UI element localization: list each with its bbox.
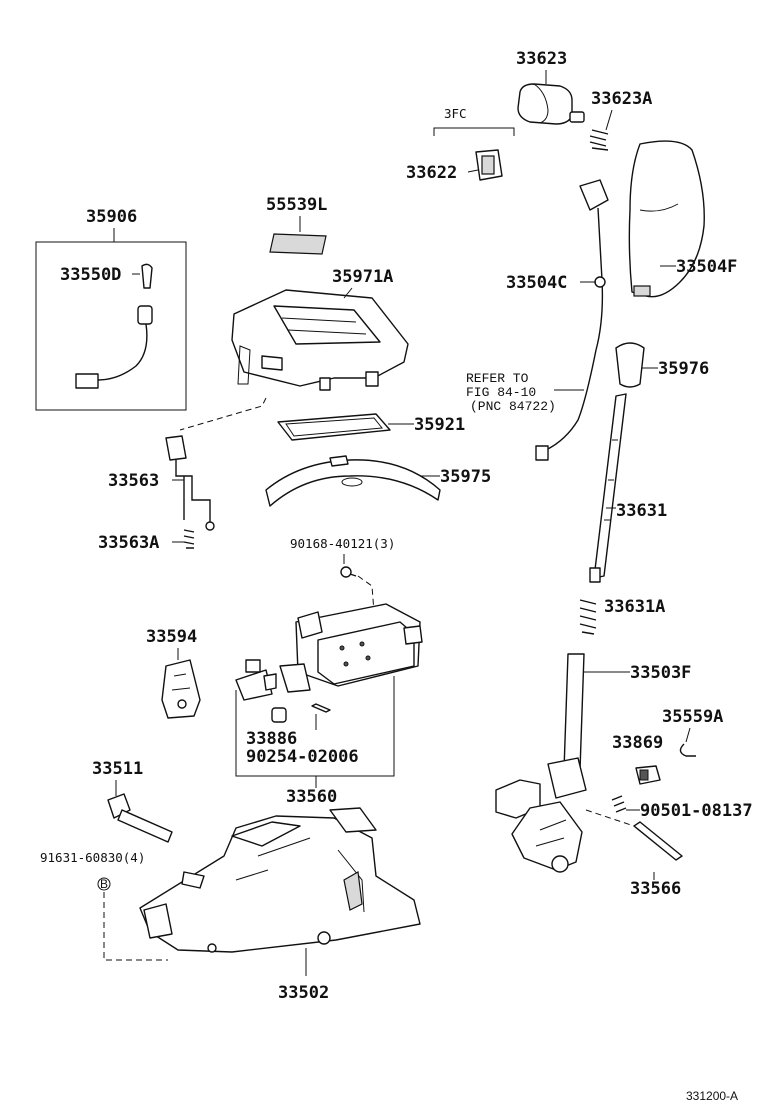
part-33622-drawing xyxy=(475,149,503,181)
part-90168-screw xyxy=(340,566,357,578)
figure-code: 331200-A xyxy=(686,1089,738,1103)
part-35976-cap xyxy=(615,342,645,388)
part-33550D-bulb xyxy=(75,263,153,389)
part-35559A-clip xyxy=(679,743,696,757)
label-90501: 90501-08137 xyxy=(640,801,753,821)
label-33550D: 33550D xyxy=(60,265,121,285)
label-33869: 33869 xyxy=(612,733,663,753)
reference-line-1: REFER TO xyxy=(466,371,529,386)
part-33886 xyxy=(271,707,287,723)
label-35971A: 35971A xyxy=(332,267,393,287)
group-bracket-3FC xyxy=(433,127,515,136)
label-35921: 35921 xyxy=(414,415,465,435)
label-33563: 33563 xyxy=(108,471,159,491)
part-55539L-plate xyxy=(269,233,327,255)
label-33594: 33594 xyxy=(146,627,197,647)
part-33631-rod xyxy=(589,393,627,583)
reference-line-3: (PNC 84722) xyxy=(470,399,556,414)
leader-33622 xyxy=(467,169,479,173)
reference-line-2: FIG 84-10 xyxy=(466,385,536,400)
label-33503F: 33503F xyxy=(630,663,691,683)
label-33623A: 33623A xyxy=(591,89,652,109)
dash-90168 xyxy=(357,575,375,613)
label-33622: 33622 xyxy=(406,163,457,183)
part-33504C-cable xyxy=(535,179,609,461)
label-33504F: 33504F xyxy=(676,257,737,277)
part-90254-pin xyxy=(311,703,331,713)
dash-33566 xyxy=(585,809,635,827)
label-55539L: 55539L xyxy=(266,195,327,215)
group-bracket-33560 xyxy=(235,676,395,777)
label-33560: 33560 xyxy=(286,787,337,807)
label-35906: 35906 xyxy=(86,207,137,227)
part-connector xyxy=(235,659,277,701)
label-33566: 33566 xyxy=(630,879,681,899)
group-box-35906 xyxy=(35,241,187,411)
part-33594-bracket xyxy=(161,659,201,719)
part-33623-drawing xyxy=(517,83,585,125)
part-90501-spring xyxy=(611,795,627,813)
label-90254: 90254-02006 xyxy=(246,747,359,767)
leader-35559A xyxy=(685,727,691,743)
leader-35971A xyxy=(343,287,353,299)
part-35975-strip xyxy=(265,455,441,507)
part-33503F-lever xyxy=(495,653,587,873)
bolt-marker-circle xyxy=(97,877,111,891)
label-33631: 33631 xyxy=(616,501,667,521)
label-35976: 35976 xyxy=(658,359,709,379)
part-33563-bracket xyxy=(165,435,215,531)
dash-91631 xyxy=(103,892,168,961)
part-33623A-spring xyxy=(589,129,609,151)
bolt-marker-letter: B xyxy=(100,877,108,891)
part-33563A-spring xyxy=(183,529,195,549)
label-35559A: 35559A xyxy=(662,707,723,727)
label-3FC: 3FC xyxy=(444,106,467,121)
label-33631A: 33631A xyxy=(604,597,665,617)
part-35921-plate xyxy=(277,413,391,441)
part-33869-block xyxy=(635,765,661,785)
leader-33623A xyxy=(605,109,613,131)
label-33623: 33623 xyxy=(516,49,567,69)
label-33563A: 33563A xyxy=(98,533,159,553)
part-33511-bolt xyxy=(107,793,173,843)
part-33566-pin xyxy=(633,821,683,861)
part-33504F-knob xyxy=(628,140,705,298)
label-33504C: 33504C xyxy=(506,273,567,293)
label-91631: 91631-60830(4) xyxy=(40,850,145,865)
label-90168: 90168-40121(3) xyxy=(290,536,395,551)
part-35971A-cover xyxy=(231,289,409,391)
label-33511: 33511 xyxy=(92,759,143,779)
dash-35971A xyxy=(179,397,267,431)
label-35975: 35975 xyxy=(440,467,491,487)
label-33886: 33886 xyxy=(246,729,297,749)
part-solenoid-unit xyxy=(279,603,423,693)
part-33502-base xyxy=(139,807,421,953)
part-33631A-spring xyxy=(579,599,597,635)
label-33502: 33502 xyxy=(278,983,329,1003)
